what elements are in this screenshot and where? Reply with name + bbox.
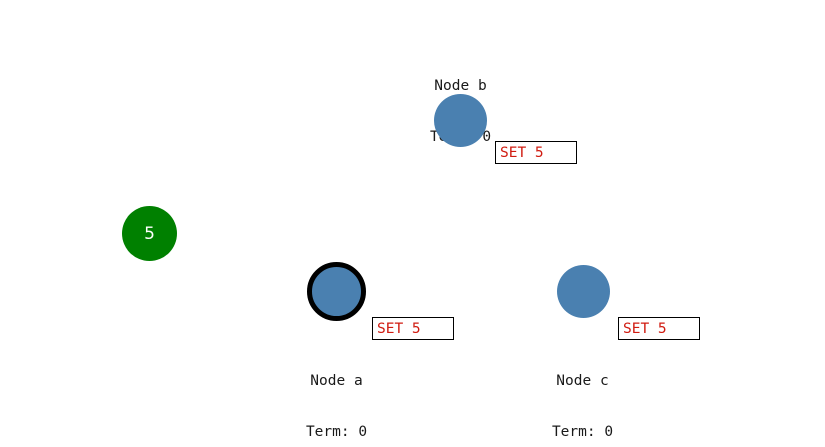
node-a-message-box: SET 5	[372, 317, 454, 340]
node-b-name: Node b	[434, 78, 487, 94]
node-c-name: Node c	[556, 373, 609, 389]
node-c-term: Term: 0	[551, 424, 614, 440]
node-b-circle[interactable]	[434, 94, 487, 147]
node-a-circle[interactable]	[307, 262, 366, 321]
node-b-message-box: SET 5	[495, 141, 577, 164]
node-a-message-text: SET 5	[377, 320, 421, 337]
node-b-message-text: SET 5	[500, 144, 544, 161]
node-c-label: Node c Term: 0	[526, 339, 639, 447]
node-a-name: Node a	[310, 373, 363, 389]
node-c-message-text: SET 5	[623, 320, 667, 337]
node-c-circle[interactable]	[557, 265, 610, 318]
node-a-term: Term: 0	[305, 424, 368, 440]
node-c-message-box: SET 5	[618, 317, 700, 340]
packet-marker[interactable]: 5	[122, 206, 177, 261]
packet-label: 5	[144, 223, 155, 244]
node-a-label: Node a Term: 0	[280, 339, 393, 447]
